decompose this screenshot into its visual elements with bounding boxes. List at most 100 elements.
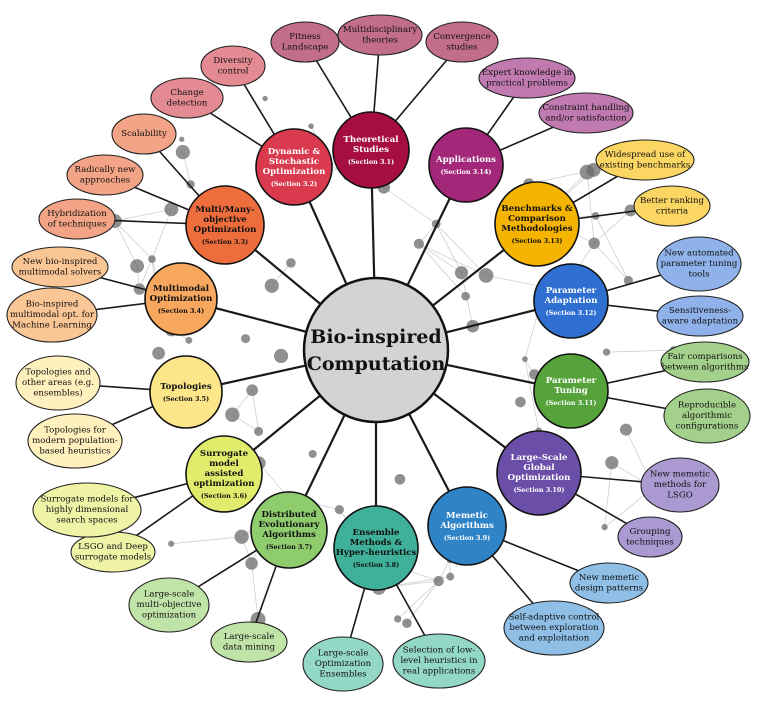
leaf-label: data mining — [223, 642, 276, 652]
leaf-label: Optimization — [315, 659, 372, 669]
leaf-label: Scalability — [121, 129, 167, 139]
section-node-multiobj: Multi/Many-objectiveOptimization(Section… — [186, 186, 264, 264]
section-number: (Section 3.12) — [546, 309, 597, 317]
background-dot — [402, 618, 412, 628]
leaf-node: Sensitiveness-aware adaptation — [657, 296, 743, 336]
section-number: (Section 3.11) — [546, 399, 597, 407]
background-dot — [395, 474, 406, 485]
leaf-label: Diversity — [213, 56, 252, 66]
leaf-label: Large-scale — [144, 590, 195, 600]
section-node-distributed: DistributedEvolutionaryAlgorithms(Sectio… — [251, 492, 327, 568]
leaf-label: Topologies and — [25, 368, 91, 378]
section-number: (Section 3.9) — [444, 534, 490, 542]
leaf-label: modern population- — [32, 436, 118, 446]
background-dot — [254, 427, 263, 436]
leaf-label: Surrogate models for — [41, 495, 135, 505]
leaf-label: theories — [362, 35, 398, 45]
section-title: Evolutionary — [258, 520, 320, 530]
background-dot — [225, 407, 239, 421]
leaf-label: aware adaptation — [662, 316, 739, 326]
background-dot — [235, 530, 249, 544]
leaf-label: Ensembles — [319, 670, 366, 680]
section-title: Theoretical — [343, 135, 399, 145]
background-link — [115, 221, 137, 266]
section-number: (Section 3.7) — [266, 543, 312, 551]
background-dot — [286, 258, 296, 268]
section-title: Topologies — [160, 382, 212, 392]
leaf-label: Expert knowledge in — [482, 68, 573, 78]
section-number: (Section 3.6) — [201, 492, 247, 500]
leaf-label: techniques — [626, 537, 674, 547]
section-title: Studies — [353, 145, 389, 155]
section-title: Ensemble — [353, 528, 400, 538]
center-title-line2: Computation — [307, 353, 446, 375]
background-dot — [246, 384, 258, 396]
background-dot — [601, 524, 607, 530]
leaf-label: parameter tuning — [661, 259, 738, 269]
leaf-label: Bio-inspired — [26, 300, 79, 310]
leaf-label: Self-adaptive control — [509, 613, 600, 623]
leaf-label: level heuristics in — [400, 656, 478, 666]
background-link — [252, 563, 259, 619]
leaf-label: other areas (e.g. — [22, 377, 94, 388]
section-title: Hyper-heuristics — [336, 548, 417, 558]
section-title: Adaptation — [543, 296, 598, 306]
leaf-label: Hybridization — [47, 209, 107, 219]
background-dot — [433, 576, 443, 586]
section-number: (Section 3.8) — [353, 561, 399, 569]
leaf-label: studies — [446, 42, 477, 52]
background-dot — [394, 615, 401, 622]
leaf-label: Multidisciplinary — [343, 25, 417, 35]
section-number: (Section 3.5) — [163, 395, 209, 403]
leaf-label: existing benchmarks — [600, 160, 691, 170]
section-title: Multimodal — [153, 284, 210, 294]
leaf-label: ensembles) — [33, 388, 82, 399]
leaf-label: tools — [689, 270, 710, 280]
leaf-label: and/or satisfaction — [545, 113, 627, 123]
section-title: Algorithms — [439, 521, 494, 531]
leaf-label: design patterns — [575, 583, 643, 593]
leaf-label: of techniques — [48, 219, 107, 229]
section-title: Methods & — [350, 538, 403, 548]
background-link — [252, 390, 258, 431]
background-link — [605, 463, 612, 528]
section-title: Tuning — [554, 386, 588, 396]
section-title: Comparison — [508, 214, 567, 224]
background-dot — [414, 239, 424, 249]
background-dot — [605, 456, 618, 469]
section-title: model — [209, 459, 239, 469]
leaf-label: search spaces — [56, 516, 117, 526]
section-title: Algorithms — [261, 530, 316, 540]
section-number: (Section 3.4) — [158, 307, 204, 315]
section-title: Optimization — [508, 473, 572, 483]
background-dot — [455, 266, 468, 279]
leaf-label: real applications — [403, 667, 476, 677]
leaf-label: Landscape — [282, 42, 329, 52]
background-dot — [130, 259, 144, 273]
section-title: Parameter — [546, 286, 597, 296]
section-circle — [429, 128, 503, 202]
section-circle — [150, 356, 222, 428]
section-title: Optimization — [263, 167, 327, 177]
leaf-label: Large-scale — [318, 649, 369, 659]
section-node-dynamic: Dynamic &StochasticOptimization(Section … — [256, 129, 332, 205]
section-node-benchmarks: Benchmarks &ComparisonMethodologies(Sect… — [495, 182, 579, 266]
leaf-label: configurations — [676, 422, 739, 432]
section-title: Multi/Many- — [195, 205, 255, 215]
